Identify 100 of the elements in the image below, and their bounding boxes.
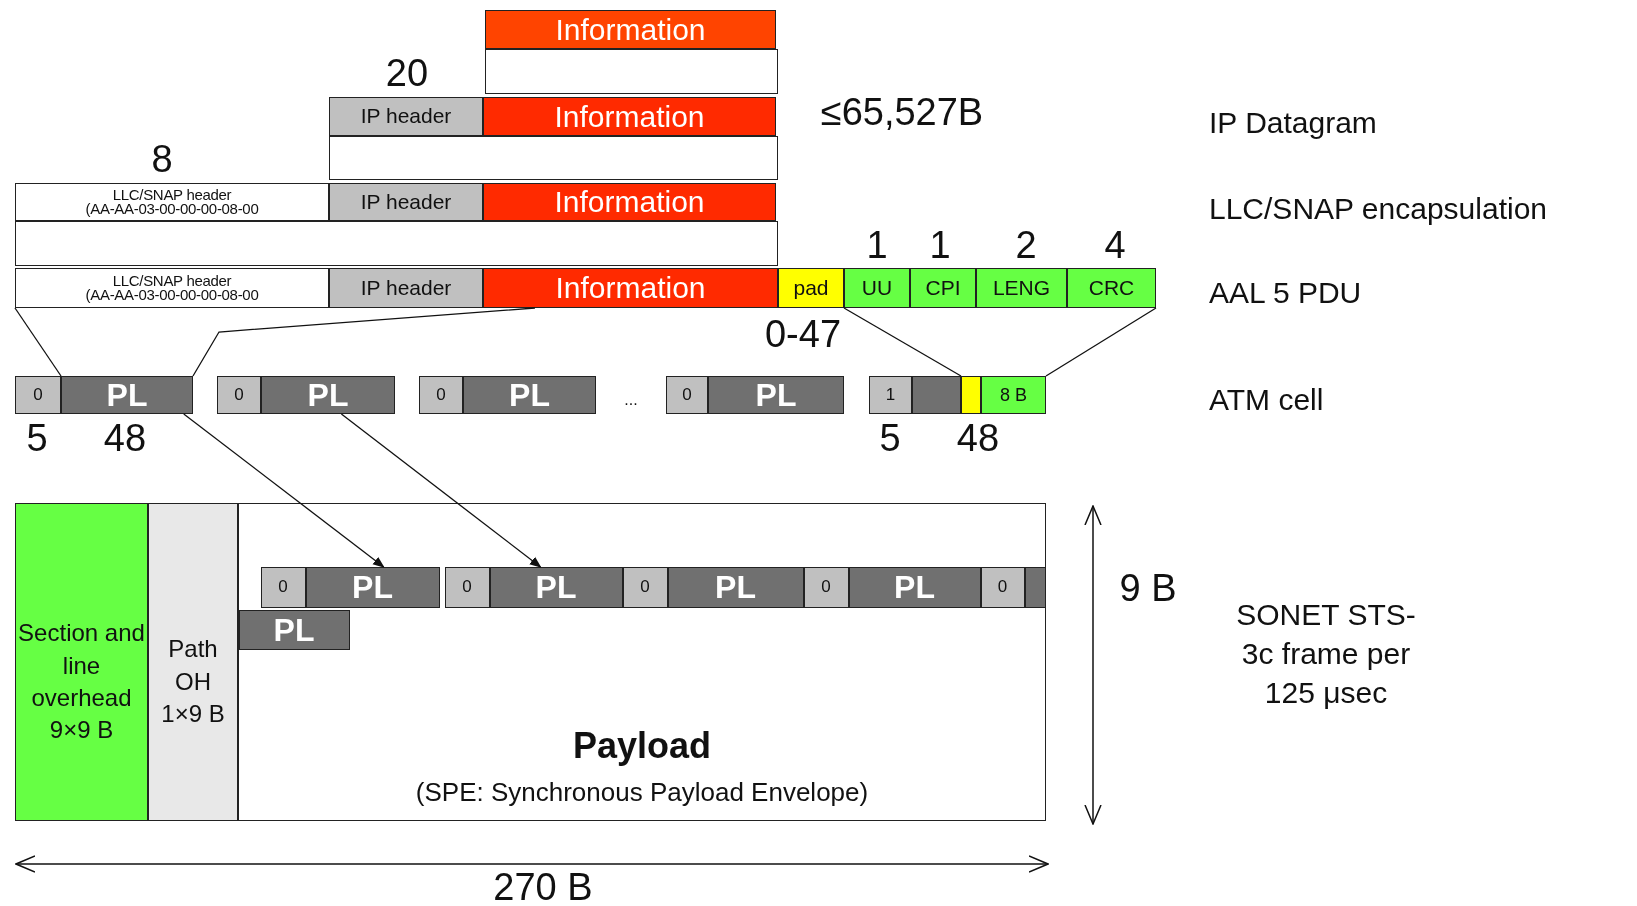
field-label: 0 [821,576,831,598]
pad-segment [961,376,981,414]
payload-segment [261,376,395,414]
leader-line [843,307,962,377]
field-label: LENG [992,274,1051,301]
information-field [485,10,776,49]
size-label: 2 [1015,226,1037,264]
payload-segment [667,566,804,608]
size-label: 1 [929,226,951,264]
size-label: 8 [151,140,173,178]
trailer-field [844,268,910,308]
field-label: (AA-AA-03-00-00-00-08-00 [85,202,259,217]
empty-frame [15,221,778,266]
field-label: PL [894,568,935,607]
size-label: 48 [956,419,1000,457]
field-label: PL [755,376,797,415]
section-overhead-block [15,503,148,821]
field-label: PL [509,376,550,415]
cell-header [803,566,849,608]
cell-header [980,566,1025,608]
ip-header-field [329,268,483,308]
field-label: Information [554,98,705,135]
layer-label: AAL 5 PDU [1209,278,1362,308]
leader-line [192,307,536,377]
payload-area [238,503,1046,821]
cell-header [622,566,668,608]
field-label: 0 [462,576,472,598]
layer-label: IP Datagram [1209,108,1377,138]
field-label: (AA-AA-03-00-00-00-08-00 [85,288,259,303]
field-label: 0 [997,576,1008,598]
payload-subtitle: (SPE: Synchronous Payload Envelope) [415,775,869,808]
pad-field [778,268,844,308]
field-label: 0 [640,576,650,598]
cell-header [869,376,912,414]
field-label: 1 [885,384,896,406]
trailer-field [1067,268,1156,308]
trailer-field [981,376,1046,414]
field-label: PL [352,568,393,607]
layer-label: SONET STS-3c frame per 125 μsec [1235,597,1417,711]
empty-frame [329,136,778,180]
empty-frame [485,49,778,94]
field-label: PL [715,568,756,607]
payload-segment [708,376,844,414]
field-label: Path OH [167,634,219,697]
field-label: Section and line overhead [18,618,145,713]
field-label: 0 [682,384,692,406]
field-label: 8 B [1000,383,1027,407]
size-label: 5 [879,419,901,457]
cell-header [15,376,61,414]
arrow [340,413,542,568]
cell-header [444,566,490,608]
field-label: IP header [360,103,452,130]
information-field [483,97,776,136]
payload-segment [463,376,596,414]
field-label: Information [554,184,705,221]
size-label: 270 B [493,868,593,906]
layer-label: LLC/SNAP encapsulation [1209,194,1547,224]
leader-line [1045,307,1157,377]
field-label: 0 [234,384,244,406]
field-label: IP header [360,188,452,215]
field-label: CRC [1088,274,1135,301]
layer-label: ATM cell [1209,385,1324,415]
trailer-field [910,268,976,308]
field-label: 0 [33,384,43,406]
size-label: ≤65,527B [820,93,984,131]
payload-segment [238,609,350,650]
cell-header [419,376,463,414]
ip-header-field [329,183,483,221]
size-label: 4 [1104,226,1126,264]
field-label: 0 [436,384,446,406]
field-label: Information [555,11,706,48]
ip-header-field [329,97,483,136]
arrow [183,413,385,568]
field-label: PL [535,568,577,607]
size-label: 5 [26,419,48,457]
llc-snap-header-field [15,183,329,221]
payload-segment [305,566,440,608]
payload-segment [1024,566,1046,608]
cell-header [260,566,306,608]
size-label: 0-47 [764,315,842,353]
size-label: 1 [866,226,888,264]
size-label: 48 [103,419,147,457]
size-label: ... [624,392,638,408]
path-overhead-block [148,503,238,821]
cell-header [217,376,261,414]
size-label: 9 B [1119,569,1177,607]
leader-line [14,307,62,377]
llc-snap-header-field [15,268,329,308]
trailer-field [976,268,1067,308]
field-label: PL [273,610,315,650]
field-label: 9×9 B [49,715,114,746]
payload-segment [61,376,193,414]
field-label: PL [106,376,148,415]
field-label: LLC/SNAP header [112,273,232,288]
payload-segment [912,376,961,414]
size-label: 20 [385,54,429,92]
information-field [483,268,778,308]
payload-segment [489,566,623,608]
field-label: PL [307,376,349,415]
cell-header [666,376,708,414]
